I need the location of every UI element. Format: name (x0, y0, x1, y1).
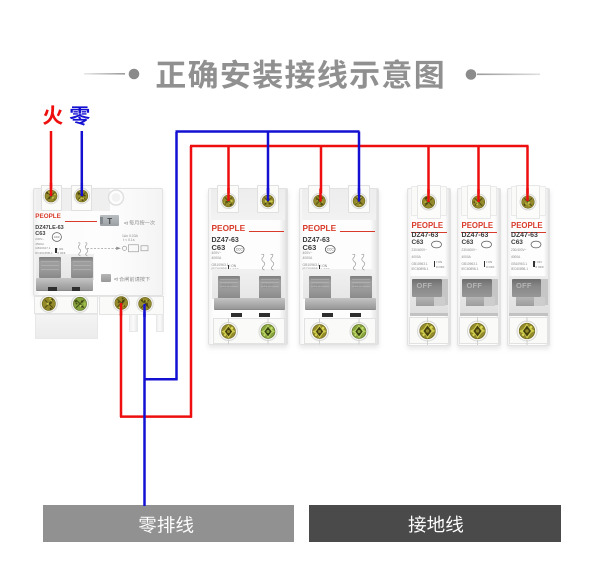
svg-text:CCC: CCC (54, 235, 60, 239)
svg-text:CCC: CCC (327, 248, 335, 252)
svg-text:CCC: CCC (236, 248, 244, 252)
